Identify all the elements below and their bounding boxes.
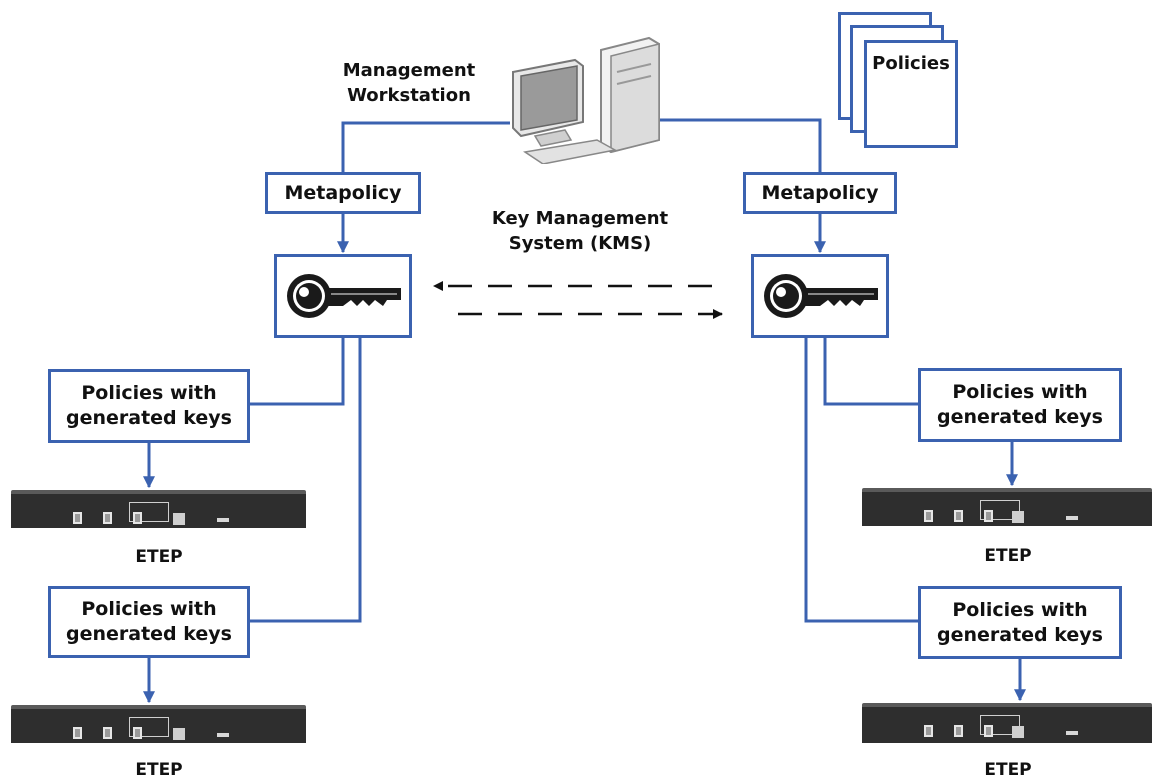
ws-left-line: [341, 121, 510, 172]
kms-key-left: [274, 254, 412, 338]
workstation-label: Management Workstation: [318, 58, 500, 108]
etep-device-left-2: [11, 705, 306, 743]
policy-box-line1: Policies with: [952, 381, 1088, 403]
policy-box-line2: generated keys: [937, 623, 1103, 646]
device-port-square: [173, 513, 185, 525]
left-branch-2: [250, 337, 362, 623]
device-port-panel: [980, 715, 1020, 735]
policy-box-right-1: Policies with generated keys: [918, 368, 1122, 442]
device-port: [954, 725, 963, 737]
metapolicy-box-right: Metapolicy: [743, 172, 897, 214]
device-port: [984, 725, 993, 737]
device-port: [73, 727, 82, 739]
policy-box-line2: generated keys: [66, 623, 232, 645]
metapolicy-left-label: Metapolicy: [284, 181, 402, 204]
device-port: [924, 725, 933, 737]
kms-label-line2: System (KMS): [508, 233, 652, 254]
right-branch-2: [804, 337, 918, 623]
device-led: [1066, 731, 1078, 735]
policies-doc-label: Policies: [872, 53, 950, 74]
workstation-label-line2: Workstation: [347, 85, 471, 106]
policy-box-left-2: Policies with generated keys: [48, 586, 250, 658]
left-branch-1: [250, 337, 345, 406]
metapolicy-box-left: Metapolicy: [265, 172, 421, 214]
etep-label-left-2: ETEP: [135, 760, 183, 780]
device-port-square: [1012, 726, 1024, 738]
etep-label-right-1: ETEP: [984, 546, 1032, 566]
device-port: [103, 512, 112, 524]
device-port: [133, 512, 142, 524]
device-port: [73, 512, 82, 524]
device-led: [217, 518, 229, 522]
device-port-square: [1012, 511, 1024, 523]
policy-box-line1: Policies with: [81, 598, 217, 620]
device-port: [984, 510, 993, 522]
right-branch-1: [823, 337, 918, 406]
etep-label-left-1: ETEP: [135, 547, 183, 567]
kms-key-right: [751, 254, 889, 338]
key-icon: [287, 274, 401, 318]
metapolicy-right-label: Metapolicy: [761, 181, 879, 204]
device-port: [924, 510, 933, 522]
etep-device-left-1: [11, 490, 306, 528]
policy-box-line1: Policies with: [952, 598, 1088, 621]
key-icon: [764, 274, 878, 318]
policy-box-line1: Policies with: [81, 382, 217, 404]
etep-device-right-2: [862, 703, 1152, 743]
device-port: [103, 727, 112, 739]
kms-label-line1: Key Management: [491, 208, 669, 229]
device-port-panel: [129, 717, 169, 737]
device-led: [1066, 516, 1078, 520]
device-port: [133, 727, 142, 739]
device-port-panel: [129, 502, 169, 522]
etep-label-right-2: ETEP: [984, 760, 1032, 780]
kms-label: Key Management System (KMS): [455, 206, 705, 256]
device-port: [954, 510, 963, 522]
workstation-label-line1: Management: [342, 60, 476, 81]
policy-box-left-1: Policies with generated keys: [48, 369, 250, 443]
device-port-panel: [980, 500, 1020, 520]
policy-box-line2: generated keys: [66, 407, 232, 429]
computer-icon: [512, 36, 660, 164]
policy-box-right-2: Policies with generated keys: [918, 586, 1122, 659]
device-led: [217, 733, 229, 737]
policy-sheet-front: Policies: [864, 40, 958, 148]
policy-box-line2: generated keys: [937, 406, 1103, 428]
device-port-square: [173, 728, 185, 740]
etep-device-right-1: [862, 488, 1152, 526]
ws-right-line: [648, 118, 822, 172]
